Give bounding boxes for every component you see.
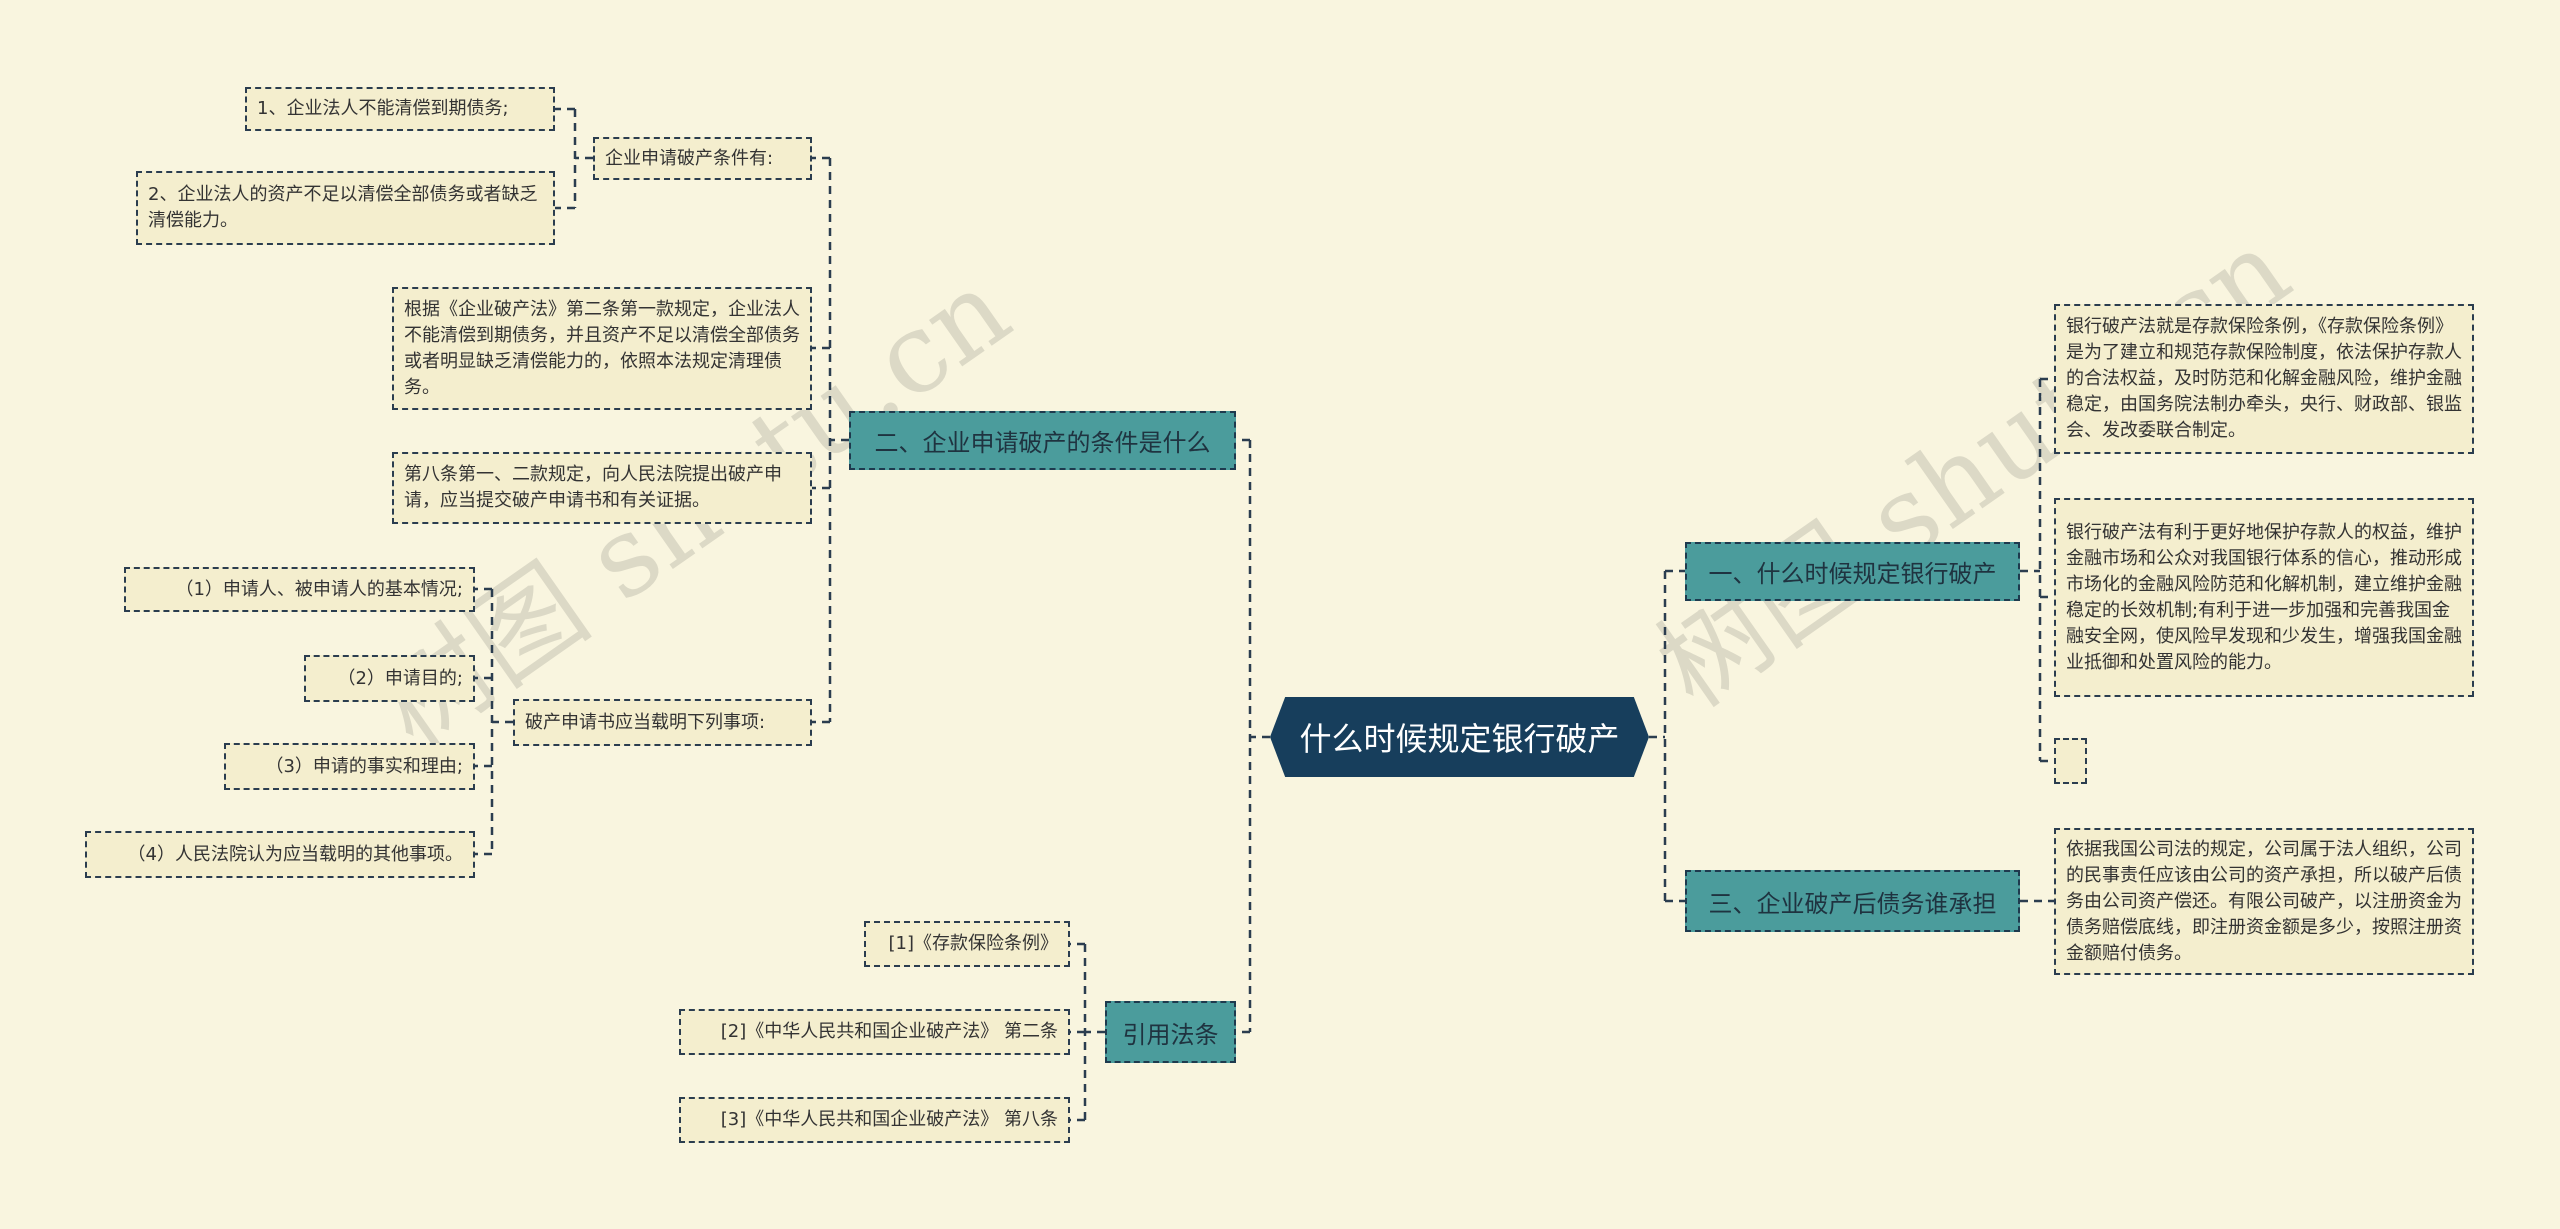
branch-label: 引用法条 <box>1122 1020 1219 1049</box>
leaf-text: 银行破产法就是存款保险条例，《存款保险条例》是为了建立和规范存款保险制度，依法保… <box>2066 316 2462 441</box>
leaf-text: 企业申请破产条件有: <box>605 147 774 169</box>
leaf-debts-1[interactable]: 依据我国公司法的规定，公司属于法人组织，公司的民事责任应该由公司的资产承担，所以… <box>2054 828 2474 975</box>
leaf-conditions-list[interactable]: 企业申请破产条件有: <box>593 137 812 180</box>
root-topic-label: 什么时候规定银行破产 <box>1299 720 1620 758</box>
leaf-text: 第八条第一、二款规定，向人民法院提出破产申请，应当提交破产申请书和有关证据。 <box>404 464 782 511</box>
leaf-reference-2[interactable]: [2]《中华人民共和国企业破产法》 第二条 <box>679 1009 1070 1055</box>
leaf-text: （3）申请的事实和理由; <box>265 755 463 777</box>
branch-label: 二、企业申请破产的条件是什么 <box>874 429 1211 457</box>
leaf-when-2[interactable]: 银行破产法有利于更好地保护存款人的权益，维护金融市场和公众对我国银行体系的信心，… <box>2054 498 2474 697</box>
leaf-text: 银行破产法有利于更好地保护存款人的权益，维护金融市场和公众对我国银行体系的信心，… <box>2066 521 2462 673</box>
leaf-text: 破产申请书应当载明下列事项: <box>525 711 766 733</box>
leaf-condition-2[interactable]: 2、企业法人的资产不足以清偿全部债务或者缺乏清偿能力。 <box>136 171 555 245</box>
leaf-text: （1）申请人、被申请人的基本情况; <box>175 578 463 600</box>
branch-debts[interactable]: 三、企业破产后债务谁承担 <box>1685 870 2020 932</box>
leaf-text: 2、企业法人的资产不足以清偿全部债务或者缺乏清偿能力。 <box>148 184 538 231</box>
leaf-text: 1、企业法人不能清偿到期债务; <box>257 98 509 119</box>
leaf-application[interactable]: 破产申请书应当载明下列事项: <box>513 699 812 746</box>
leaf-text: （2）申请目的; <box>337 667 463 689</box>
leaf-when-1[interactable]: 银行破产法就是存款保险条例，《存款保险条例》是为了建立和规范存款保险制度，依法保… <box>2054 304 2474 454</box>
leaf-text: [3]《中华人民共和国企业破产法》 第八条 <box>720 1109 1058 1130</box>
branch-conditions[interactable]: 二、企业申请破产的条件是什么 <box>849 411 1236 470</box>
branch-label: 一、什么时候规定银行破产 <box>1708 560 1997 588</box>
leaf-text: [1]《存款保险条例》 <box>888 933 1059 954</box>
branch-label: 三、企业破产后债务谁承担 <box>1708 889 1997 918</box>
branch-when[interactable]: 一、什么时候规定银行破产 <box>1685 542 2020 601</box>
leaf-article-8[interactable]: 第八条第一、二款规定，向人民法院提出破产申请，应当提交破产申请书和有关证据。 <box>392 452 812 524</box>
leaf-article-2[interactable]: 根据《企业破产法》第二条第一款规定，企业法人不能清偿到期债务，并且资产不足以清偿… <box>392 287 812 410</box>
leaf-application-item-1[interactable]: （1）申请人、被申请人的基本情况; <box>124 567 475 612</box>
leaf-text: 根据《企业破产法》第二条第一款规定，企业法人不能清偿到期债务，并且资产不足以清偿… <box>404 298 800 398</box>
leaf-when-empty[interactable] <box>2054 738 2087 784</box>
leaf-application-item-4[interactable]: （4）人民法院认为应当载明的其他事项。 <box>85 831 475 878</box>
leaf-text: 依据我国公司法的规定，公司属于法人组织，公司的民事责任应该由公司的资产承担，所以… <box>2066 838 2462 964</box>
leaf-text: [2]《中华人民共和国企业破产法》 第二条 <box>720 1021 1058 1042</box>
root-topic[interactable]: 什么时候规定银行破产 <box>1270 697 1649 777</box>
leaf-application-item-2[interactable]: （2）申请目的; <box>304 655 475 702</box>
leaf-condition-1[interactable]: 1、企业法人不能清偿到期债务; <box>245 87 555 131</box>
leaf-application-item-3[interactable]: （3）申请的事实和理由; <box>224 743 475 790</box>
leaf-reference-1[interactable]: [1]《存款保险条例》 <box>864 921 1070 967</box>
leaf-text: （4）人民法院认为应当载明的其他事项。 <box>127 843 463 865</box>
branch-references[interactable]: 引用法条 <box>1105 1001 1236 1063</box>
leaf-reference-3[interactable]: [3]《中华人民共和国企业破产法》 第八条 <box>679 1097 1070 1143</box>
